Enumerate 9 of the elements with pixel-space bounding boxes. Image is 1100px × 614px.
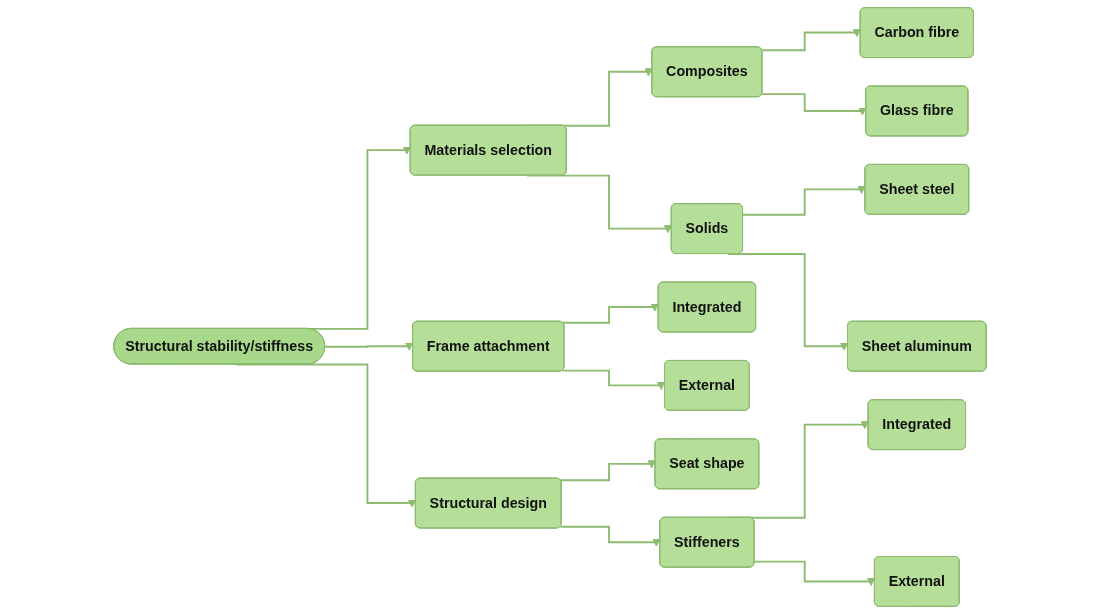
arrow	[324, 342, 414, 351]
arrow	[561, 303, 660, 324]
arrow	[761, 93, 867, 116]
arrow	[561, 369, 666, 391]
arrow	[559, 460, 656, 482]
arrow	[559, 525, 661, 547]
arrow	[761, 28, 862, 52]
arrow	[742, 185, 866, 216]
arrow	[753, 560, 876, 587]
